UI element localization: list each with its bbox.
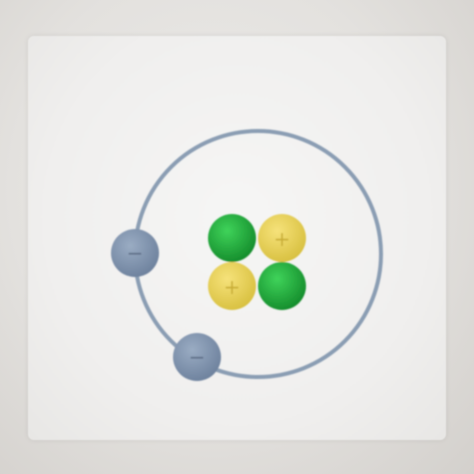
nucleus: + + [208, 214, 306, 310]
electron-charge-symbol: − [189, 345, 206, 369]
neutron [258, 262, 306, 310]
neutron [208, 214, 256, 262]
proton: + [208, 262, 256, 310]
proton-charge-symbol: + [224, 275, 241, 299]
proton-charge-symbol: + [274, 227, 291, 251]
electron: − [111, 229, 159, 277]
electron-orbit [133, 129, 383, 379]
proton: + [258, 214, 306, 262]
electron-charge-symbol: − [127, 241, 144, 265]
electron: − [173, 333, 221, 381]
